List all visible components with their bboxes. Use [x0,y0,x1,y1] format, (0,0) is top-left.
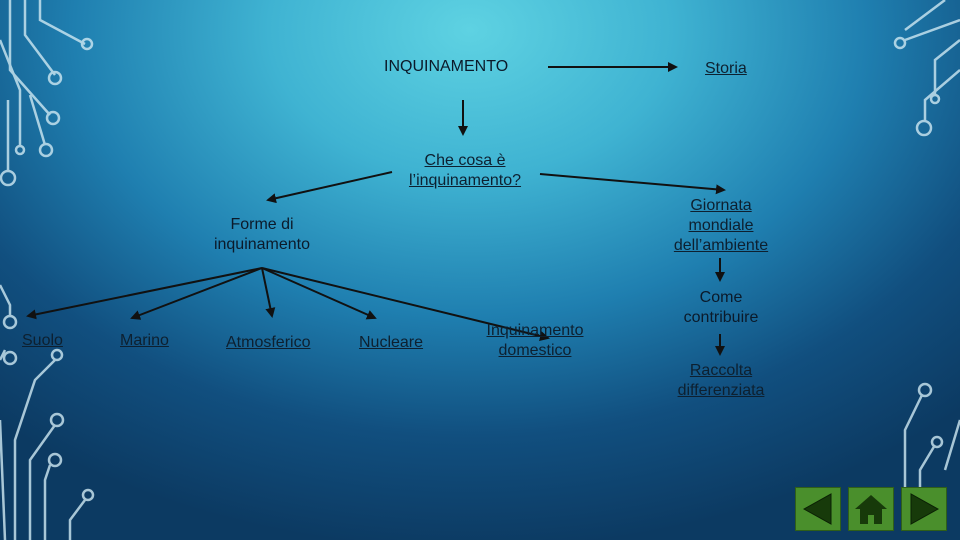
link-atmosferico[interactable]: Atmosferico [226,334,311,351]
link-giornata-mondiale-ambiente[interactable]: Giornata mondiale dell’ambiente [662,196,780,256]
link-giornata-line1: Giornata [690,197,752,214]
arrow-checosa-to-giornata [539,173,726,195]
link-inquinamento-domestico[interactable]: Inquinamento domestico [476,321,594,361]
link-raccolta-differenziata[interactable]: Raccolta differenziata [666,361,776,401]
node-forme-di-inquinamento: Forme di inquinamento [198,215,326,255]
arrow-forme-to-atmosferico [261,267,276,318]
link-che-cosa-inquinamento[interactable]: Che cosa è l’inquinamento? [396,151,534,191]
previous-button[interactable] [795,487,841,531]
link-storia[interactable]: Storia [705,60,747,77]
link-marino[interactable]: Marino [120,332,169,349]
arrow-forme-to-suolo [26,267,263,320]
node-come-line1: Come [699,289,743,306]
node-forme-line1: Forme di [230,216,294,233]
node-forme-line2: inquinamento [213,236,311,253]
node-come-line2: contribuire [683,309,759,326]
arrow-forme-to-domestico [261,267,550,341]
link-giornata-line3: dell’ambiente [673,237,769,254]
arrow-forme-to-marino [130,267,263,320]
node-inquinamento: INQUINAMENTO [384,58,509,75]
link-nucleare[interactable]: Nucleare [359,334,424,351]
arrow-right-icon [910,493,940,525]
link-domestico-line2: domestico [498,342,572,359]
arrow-left-icon [802,493,832,525]
link-raccolta-line2: differenziata [677,382,765,399]
node-come-contribuire: Come contribuire [672,288,770,328]
link-giornata-line2: mondiale [688,217,754,234]
link-che-cosa-line2: l’inquinamento? [408,172,522,189]
link-suolo[interactable]: Suolo [22,332,63,349]
link-domestico-line1: Inquinamento [486,322,584,339]
link-raccolta-line1: Raccolta [689,362,753,379]
arrow-checosa-to-forme [266,171,393,204]
link-che-cosa-line1: Che cosa è [424,152,506,169]
arrow-forme-to-nucleare [261,267,377,320]
next-button[interactable] [901,487,947,531]
home-button[interactable] [848,487,894,531]
home-icon [855,495,887,524]
